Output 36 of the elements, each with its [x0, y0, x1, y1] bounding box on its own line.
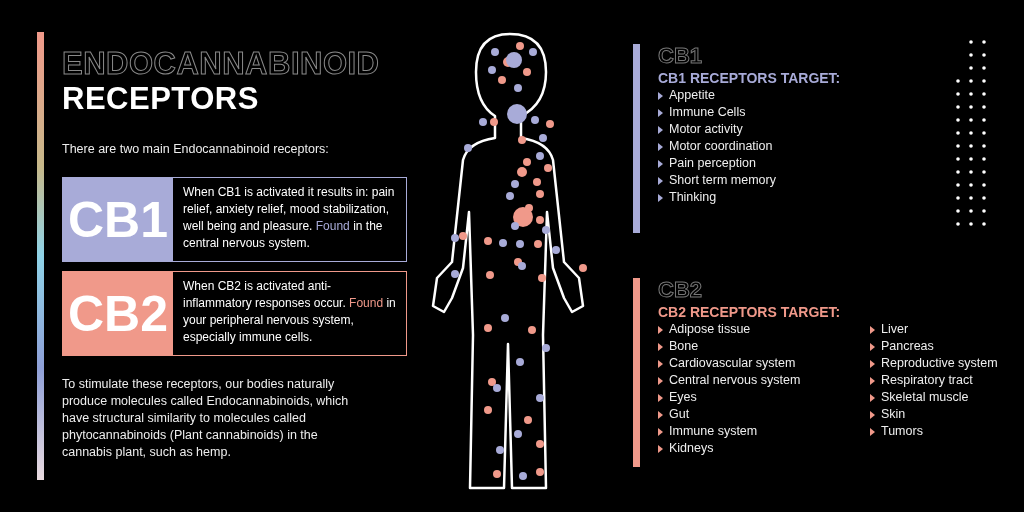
list-item: Short term memory [669, 172, 776, 189]
heading: CB1 [658, 44, 702, 68]
list-item: Kidneys [669, 440, 714, 457]
receptor-card [62, 271, 407, 356]
list-item: Appetite [669, 87, 715, 104]
list-item: Skeletal muscle [881, 389, 969, 406]
receptor-label: CB2 [63, 272, 173, 355]
list-item: Bone [669, 338, 699, 355]
title: RECEPTORS [62, 81, 259, 116]
subheading: CB1 RECEPTORS TARGET: [658, 69, 841, 87]
list-item: Gut [669, 406, 690, 423]
list-item: Immune Cells [669, 104, 746, 121]
paragraph: To stimulate these receptors, our bodies naturally produce molecules called Endocannabinoids, which have structural similarity to molecules called phytocannabinoids (Plant cannabinoids) in the cannabis plant, such as hemp. [62, 376, 350, 461]
receptor-label: CB1 [63, 178, 173, 261]
list-item: Eyes [669, 389, 697, 406]
list-item: Thinking [669, 189, 717, 206]
heading: CB2 [658, 278, 702, 302]
list-item: Tumors [881, 423, 923, 440]
receptor-card [62, 177, 407, 262]
list-item: Liver [881, 321, 909, 338]
list-item: Central nervous system [669, 372, 801, 389]
list-item: Reproductive system [881, 355, 998, 372]
list-item: Immune system [669, 423, 758, 440]
title: ENDOCANNABINOID [62, 46, 380, 81]
description: When CB2 is activated anti-inflammatory responses occur. Found in your peripheral nervous system, especially immune cells. [182, 278, 397, 346]
list-item: Pain perception [669, 155, 756, 172]
list-item: Pancreas [881, 338, 934, 355]
list-item: Motor activity [669, 121, 743, 138]
intro-text: There are two main Endocannabinoid receptors: [62, 141, 330, 158]
subheading: CB2 RECEPTORS TARGET: [658, 303, 841, 321]
list-item: Adipose tissue [669, 321, 751, 338]
description: When CB1 is activated it results in: pain relief, anxiety relief, mood stabilization, well being and pleasure. Found in the central nervous system. [182, 184, 396, 252]
list-item: Skin [881, 406, 906, 423]
list-item: Cardiovascular system [669, 355, 796, 372]
list-item: Motor coordination [669, 138, 773, 155]
list-item: Respiratory tract [881, 372, 973, 389]
